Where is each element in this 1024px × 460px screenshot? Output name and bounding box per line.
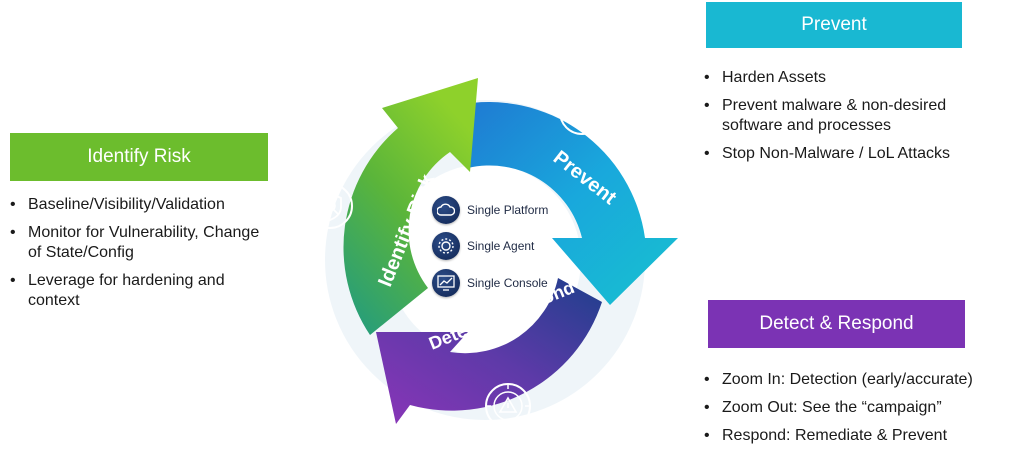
identify-risk-bullet: Leverage for hardening and context bbox=[6, 271, 268, 311]
detect-respond-title: Detect & Respond bbox=[759, 313, 914, 334]
prevent-title-box: Prevent bbox=[706, 2, 962, 48]
center-item-label: Single Platform bbox=[467, 203, 549, 217]
detect-respond-bullet: Zoom Out: See the “campaign” bbox=[700, 398, 1020, 418]
center-item-agent: Single Agent bbox=[432, 232, 534, 260]
lock-icon bbox=[559, 89, 605, 135]
identify-risk-bullet: Monitor for Vulnerability, Change of Sta… bbox=[6, 223, 268, 263]
identify-risk-title-box: Identify Risk bbox=[10, 133, 268, 181]
identify-risk-bullet: Baseline/Visibility/Validation bbox=[6, 195, 268, 215]
prevent-bullet: Stop Non-Malware / LoL Attacks bbox=[700, 144, 1020, 164]
detect-respond-bullet: Respond: Remediate & Prevent bbox=[700, 426, 1020, 446]
detect-respond-bullet: Zoom In: Detection (early/accurate) bbox=[700, 370, 1020, 390]
center-item-console: Single Console bbox=[432, 269, 548, 297]
gear-icon bbox=[432, 232, 460, 260]
monitor-chart-icon bbox=[432, 269, 460, 297]
detect-respond-bullet-list: Zoom In: Detection (early/accurate) Zoom… bbox=[700, 370, 1020, 454]
warning-target-icon bbox=[485, 383, 531, 429]
prevent-bullet: Harden Assets bbox=[700, 68, 1020, 88]
center-item-label: Single Console bbox=[467, 276, 548, 290]
center-item-label: Single Agent bbox=[467, 239, 535, 253]
shield-icon bbox=[307, 183, 353, 229]
cloud-icon bbox=[432, 196, 460, 224]
identify-risk-bullet-list: Baseline/Visibility/Validation Monitor f… bbox=[6, 195, 268, 319]
identify-risk-arc bbox=[343, 78, 478, 335]
identify-risk-title: Identify Risk bbox=[87, 146, 191, 167]
center-item-platform: Single Platform bbox=[432, 196, 548, 224]
prevent-arc bbox=[458, 102, 678, 306]
detect-respond-title-box: Detect & Respond bbox=[708, 300, 965, 348]
cycle-diagram: Prevent Identify Risk Detect & Respond bbox=[307, 78, 678, 429]
detect-respond-arc bbox=[376, 278, 602, 424]
prevent-title: Prevent bbox=[801, 14, 867, 35]
prevent-bullet-list: Harden Assets Prevent malware & non-desi… bbox=[700, 68, 1020, 172]
prevent-bullet: Prevent malware & non-desired software a… bbox=[700, 96, 987, 136]
